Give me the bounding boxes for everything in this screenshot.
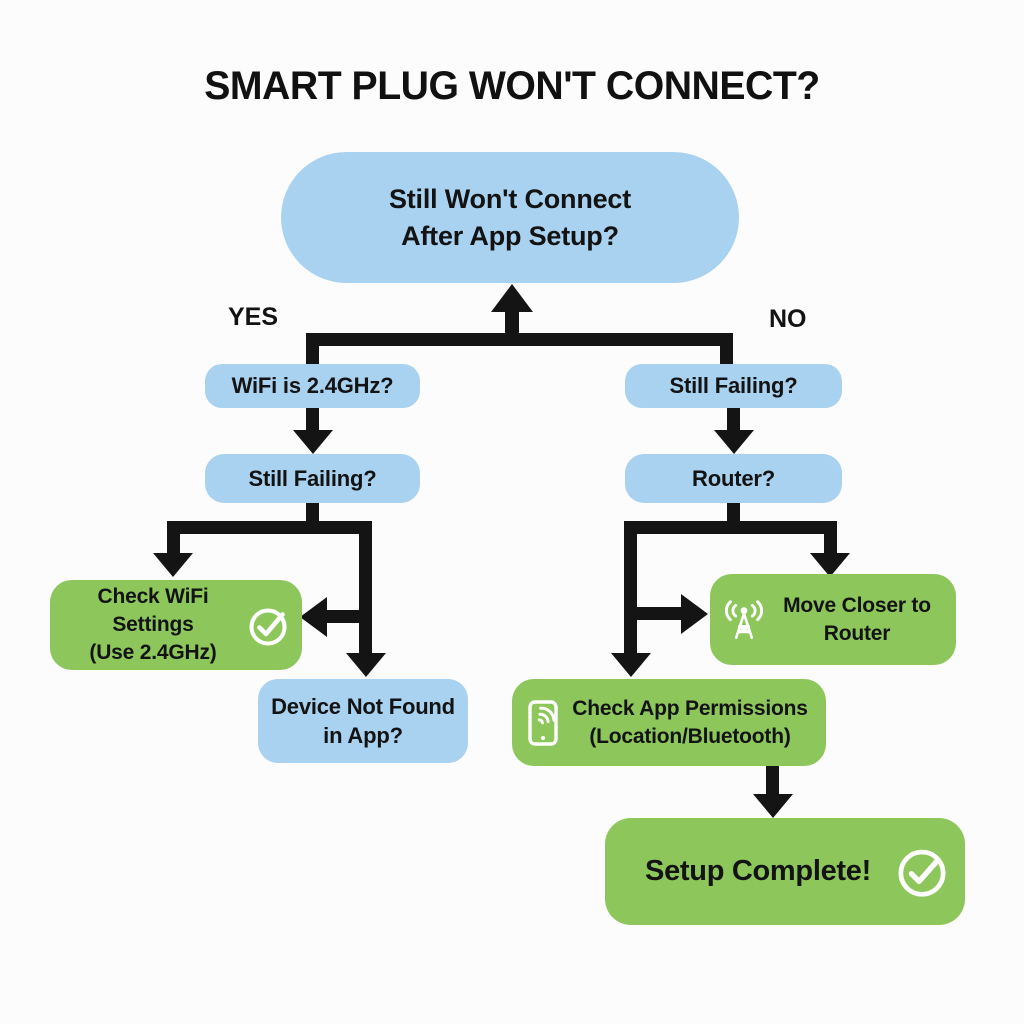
edge-right-split-horizontal <box>624 521 837 534</box>
phone-wifi-icon <box>522 696 564 750</box>
edge-into-move-closer-shaft <box>637 607 682 620</box>
edge-setup-complete-shaft <box>766 766 779 796</box>
edge-branch-horizontal <box>306 333 733 346</box>
edge-root-shaft <box>505 308 519 335</box>
edge-right-1-arrowhead <box>714 430 754 454</box>
edge-left-1-arrowhead <box>293 430 333 454</box>
node-setup-complete: Setup Complete! <box>605 818 965 925</box>
branch-yes-label: YES <box>228 303 279 331</box>
node-wifi-24ghz: WiFi is 2.4GHz? <box>205 364 420 408</box>
node-setup-complete-label: Setup Complete! <box>645 855 871 888</box>
edge-into-move-closer-arrowhead <box>681 594 708 634</box>
edge-branch-left-stub <box>306 333 319 365</box>
edge-check-wifi-arrowhead <box>153 553 193 577</box>
edge-left-split-horizontal <box>167 521 372 534</box>
edge-left-split-stub <box>306 503 319 523</box>
edge-left-split-vertical <box>359 521 372 655</box>
edge-right-split-corner <box>824 521 837 555</box>
edge-app-permissions-arrowhead <box>611 653 651 677</box>
node-move-closer-to-router-label: Move Closer to Router <box>783 593 931 645</box>
node-device-not-found: Device Not Found in App? <box>258 679 468 763</box>
flowchart-title: SMART PLUG WON'T CONNECT? <box>204 64 820 108</box>
edge-device-not-found-arrowhead <box>346 653 386 677</box>
edge-left-split-corner <box>167 521 180 555</box>
node-root-label: Still Won't Connect After App Setup? <box>388 184 632 251</box>
node-check-wifi-settings-label: Check WiFi Settings (Use 2.4GHz) <box>89 585 217 664</box>
node-check-app-permissions-label: Check App Permissions (Location/Bluetoot… <box>572 696 808 748</box>
node-still-failing-right-label: Still Failing? <box>669 373 798 399</box>
edge-move-closer-arrowhead <box>810 553 850 577</box>
edge-root-arrowhead-up <box>491 284 533 312</box>
node-move-closer-to-router: Move Closer to Router <box>710 574 956 665</box>
branch-no-label: NO <box>769 305 807 333</box>
edge-right-split-vertical <box>624 521 637 655</box>
node-check-wifi-settings: Check WiFi Settings (Use 2.4GHz) <box>50 580 302 670</box>
check-circle-icon <box>246 602 292 648</box>
edge-into-check-wifi-shaft <box>327 610 365 623</box>
edge-left-1-shaft <box>306 408 319 432</box>
edge-into-check-wifi-arrowhead <box>300 597 327 637</box>
node-wifi-24ghz-label: WiFi is 2.4GHz? <box>231 373 394 399</box>
node-check-app-permissions: Check App Permissions (Location/Bluetoot… <box>512 679 826 766</box>
antenna-waves-icon <box>720 596 768 644</box>
edge-branch-right-stub <box>720 333 733 365</box>
node-router-label: Router? <box>692 465 775 491</box>
check-circle-icon <box>895 845 949 899</box>
node-still-failing-left: Still Failing? <box>205 454 420 503</box>
node-device-not-found-label: Device Not Found in App? <box>271 693 455 748</box>
node-root: Still Won't Connect After App Setup? <box>281 152 739 283</box>
edge-right-1-shaft <box>727 408 740 432</box>
edge-setup-complete-arrowhead <box>753 794 793 818</box>
edge-right-split-stub <box>727 503 740 523</box>
node-still-failing-right: Still Failing? <box>625 364 842 408</box>
node-router: Router? <box>625 454 842 503</box>
node-still-failing-left-label: Still Failing? <box>248 465 377 491</box>
